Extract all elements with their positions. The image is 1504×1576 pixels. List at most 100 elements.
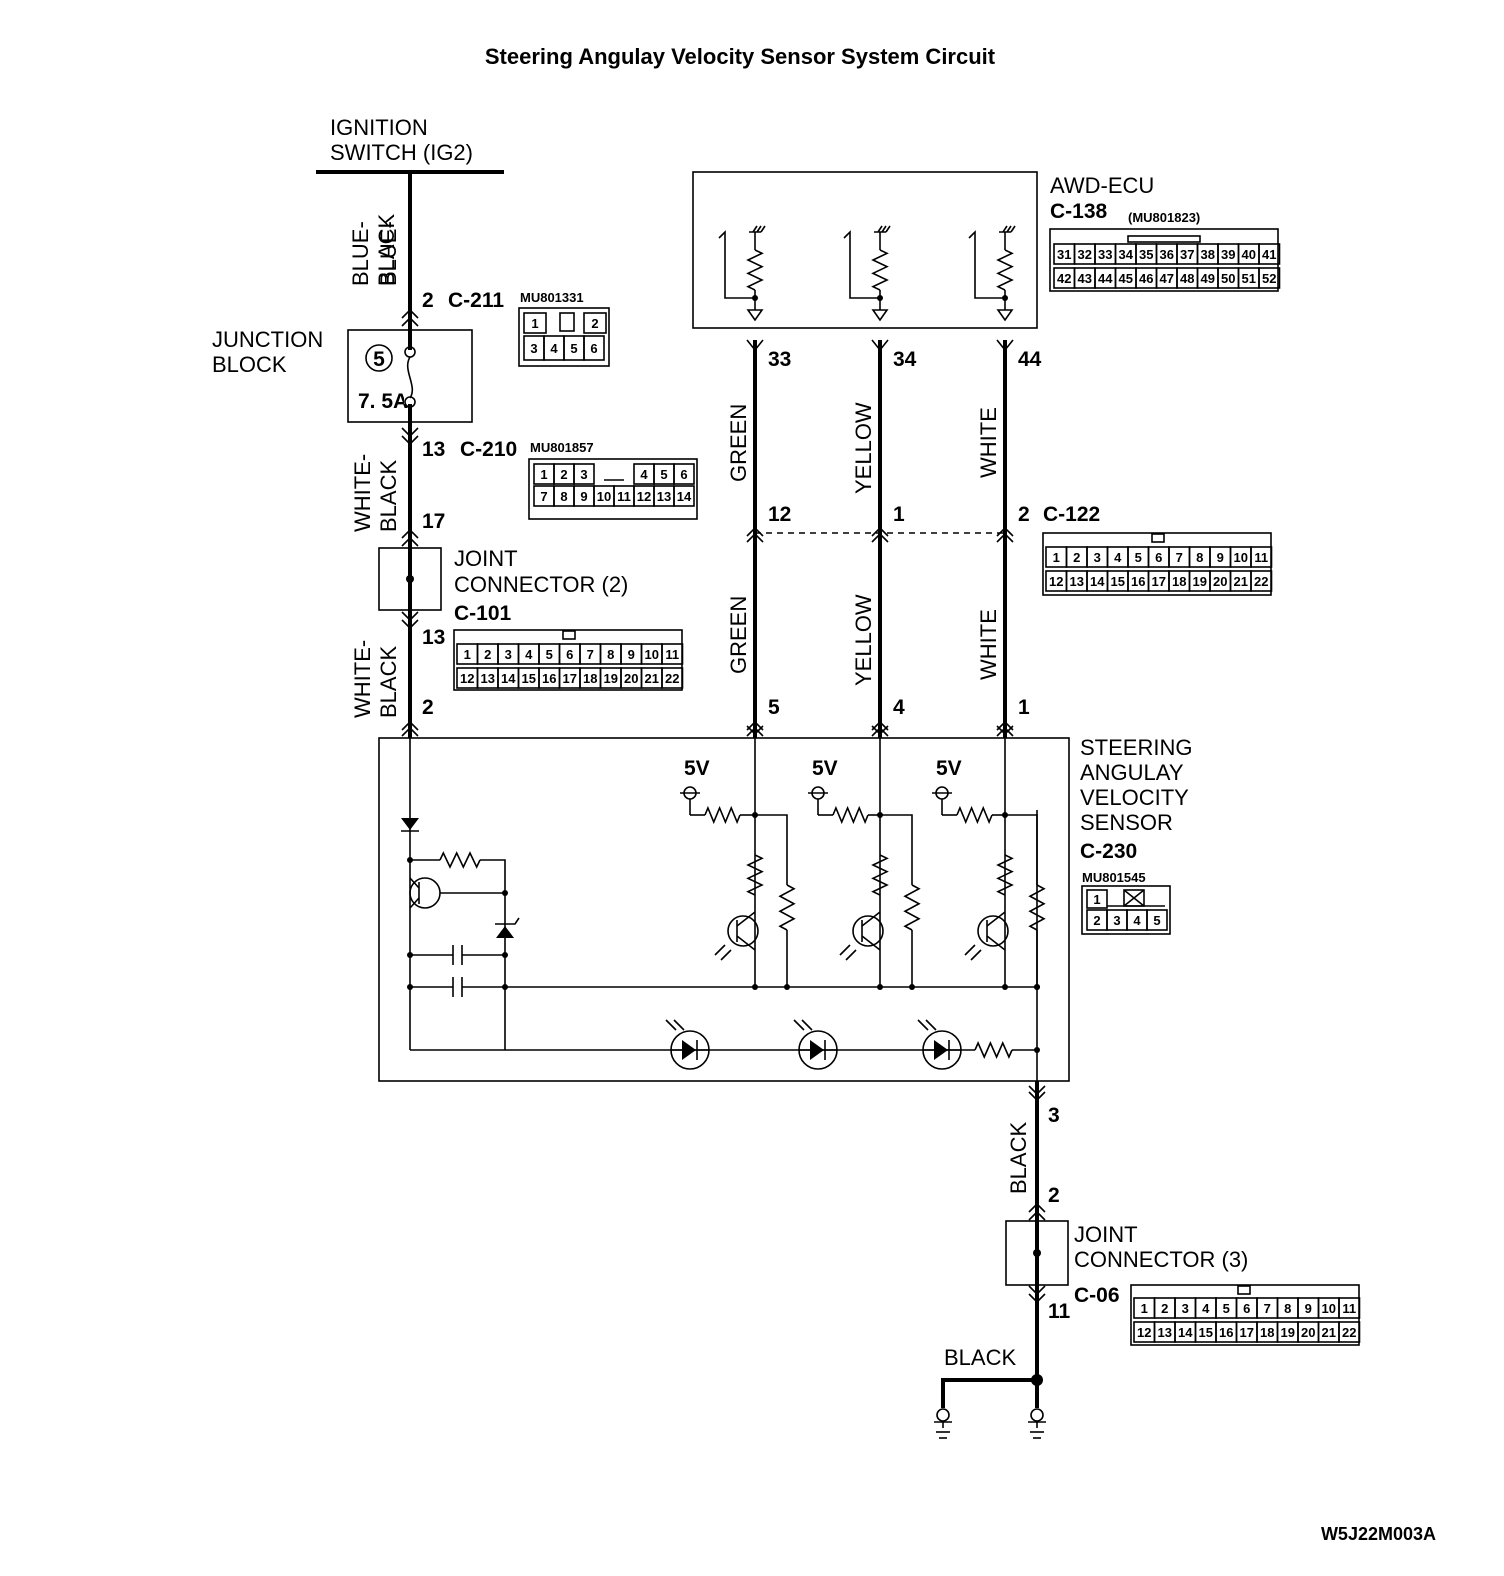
c122-pin-1: 1 bbox=[893, 503, 905, 526]
sensor-pin-2: 2 bbox=[422, 696, 434, 719]
c06-pin-cell: 14 bbox=[1178, 1325, 1193, 1340]
joint3-connector: C-06 bbox=[1074, 1284, 1120, 1307]
svg-text:BLOCK: BLOCK bbox=[212, 352, 287, 377]
c122-pin-cell: 10 bbox=[1234, 550, 1248, 565]
ecu-pin-cell: 43 bbox=[1078, 271, 1092, 286]
c122-pin-cell: 20 bbox=[1213, 574, 1227, 589]
c06-pin-cell: 18 bbox=[1260, 1325, 1274, 1340]
c06-pin-cell: 1 bbox=[1141, 1301, 1148, 1316]
c210-pin-cell: 6 bbox=[680, 467, 687, 482]
wire-label-yellow-upper: YELLOW bbox=[851, 402, 876, 494]
c122-pin-cell: 7 bbox=[1176, 550, 1183, 565]
svg-text:BLACK: BLACK bbox=[376, 460, 401, 532]
fuse-rating: 7. 5A bbox=[358, 390, 408, 413]
c101-pin-cell: 22 bbox=[665, 671, 679, 686]
svg-text:SENSOR: SENSOR bbox=[1080, 810, 1173, 835]
c06-pin-cell: 10 bbox=[1322, 1301, 1336, 1316]
c06-pin-cell: 7 bbox=[1264, 1301, 1271, 1316]
ground-pin-2: 2 bbox=[1048, 1184, 1060, 1207]
ecu-pin-44: 44 bbox=[1018, 348, 1042, 371]
c06-pin-cell: 5 bbox=[1223, 1301, 1230, 1316]
ecu-pin-cell: 40 bbox=[1242, 247, 1256, 262]
ecu-pin-cell: 49 bbox=[1201, 271, 1215, 286]
c210-pin-cell: 11 bbox=[617, 489, 631, 504]
c06-pin-cell: 2 bbox=[1161, 1301, 1168, 1316]
signal-connector-arrows bbox=[401, 339, 1014, 737]
ecu-pin-34: 34 bbox=[893, 348, 917, 371]
svg-text:13: 13 bbox=[422, 626, 445, 649]
ecu-pin-cell: 47 bbox=[1160, 271, 1174, 286]
c122-pin-cell: 8 bbox=[1196, 550, 1203, 565]
c211-label: C-211 bbox=[448, 289, 504, 312]
fuse-number: 5 bbox=[373, 348, 385, 371]
svg-text:2: 2 bbox=[1093, 913, 1100, 928]
c06-pin-cell: 11 bbox=[1342, 1301, 1356, 1316]
svg-text:C-101: C-101 bbox=[454, 602, 512, 625]
svg-text:MU801857: MU801857 bbox=[530, 440, 594, 455]
svg-text:4: 4 bbox=[550, 341, 558, 356]
c211-pin: 2 bbox=[422, 289, 434, 312]
c122-pin-cell: 22 bbox=[1254, 574, 1268, 589]
svg-text:5: 5 bbox=[1153, 913, 1160, 928]
awd-ecu: AWD-ECU C-138 (MU801823) bbox=[692, 171, 1279, 329]
c211-part: MU801331 bbox=[520, 290, 584, 305]
c210-pin-cell: 2 bbox=[560, 467, 567, 482]
svg-text:WHITE-: WHITE- bbox=[350, 640, 375, 718]
c210-pin-cell: 1 bbox=[540, 467, 547, 482]
c122-pin-cell: 11 bbox=[1254, 550, 1268, 565]
supply-5v-label: 5V bbox=[812, 757, 838, 780]
svg-text:1: 1 bbox=[1093, 892, 1100, 907]
svg-text:JUNCTION: JUNCTION bbox=[212, 327, 323, 352]
wire-label-white-black-lower: WHITE- BLACK bbox=[350, 640, 401, 718]
c210-pin-cell: 4 bbox=[640, 467, 648, 482]
c122-pin-cell: 21 bbox=[1234, 574, 1248, 589]
ecu-name: AWD-ECU bbox=[1050, 173, 1154, 198]
ecu-pin-cell: 45 bbox=[1119, 271, 1133, 286]
ecu-pin-cell: 51 bbox=[1242, 271, 1256, 286]
c101-pin-cell: 15 bbox=[522, 671, 536, 686]
c06-pin-cell: 21 bbox=[1322, 1325, 1336, 1340]
wire-label-white-lower: WHITE bbox=[976, 609, 1001, 680]
ecu-pin-cell: 42 bbox=[1057, 271, 1071, 286]
steering-sensor: STEERING ANGULAY VELOCITY SENSOR C-230 M… bbox=[378, 735, 1192, 1082]
c122-pin-cell: 14 bbox=[1090, 574, 1105, 589]
ground-pin-11: 11 bbox=[1048, 1300, 1071, 1323]
ecu-pin-cell: 35 bbox=[1139, 247, 1153, 262]
ecu-pin-cell: 31 bbox=[1057, 247, 1071, 262]
connector-c210: 13 C-210 MU801857 bbox=[422, 438, 698, 520]
c101-pin-cell: 9 bbox=[628, 647, 635, 662]
wire-label-blue-black: BLUE- BLACK bbox=[348, 214, 399, 286]
c210-pin-cell: 10 bbox=[597, 489, 611, 504]
sensor-pin-5: 5 bbox=[768, 696, 780, 719]
svg-text:4: 4 bbox=[1133, 913, 1141, 928]
ecu-pin-cell: 38 bbox=[1201, 247, 1215, 262]
ecu-pin-cell: 52 bbox=[1262, 271, 1276, 286]
c06-pin-cell: 3 bbox=[1182, 1301, 1189, 1316]
ecu-pin-cell: 36 bbox=[1160, 247, 1174, 262]
wire-label-green-lower: GREEN bbox=[726, 596, 751, 674]
svg-text:JOINT: JOINT bbox=[1074, 1222, 1138, 1247]
ecu-pin-cell: 48 bbox=[1180, 271, 1194, 286]
c122-pin-cell: 4 bbox=[1114, 550, 1122, 565]
c101-pin-cell: 13 bbox=[481, 671, 495, 686]
c06-pin-cell: 9 bbox=[1305, 1301, 1312, 1316]
c101-pin-cell: 8 bbox=[607, 647, 614, 662]
wire-label-black-lower: BLACK bbox=[944, 1345, 1016, 1370]
ecu-pin-cell: 32 bbox=[1078, 247, 1092, 262]
wire-label-white-upper: WHITE bbox=[976, 407, 1001, 478]
figure-code: W5J22M003A bbox=[1321, 1524, 1436, 1544]
c06-pin-cell: 22 bbox=[1342, 1325, 1356, 1340]
c101-pin-cell: 11 bbox=[665, 647, 679, 662]
c210-pin-cell: 9 bbox=[580, 489, 587, 504]
c101-pin-cell: 1 bbox=[464, 647, 471, 662]
supply-5v-label: 5V bbox=[936, 757, 962, 780]
svg-text:1: 1 bbox=[531, 316, 538, 331]
c210-pin-cell: 12 bbox=[637, 489, 651, 504]
